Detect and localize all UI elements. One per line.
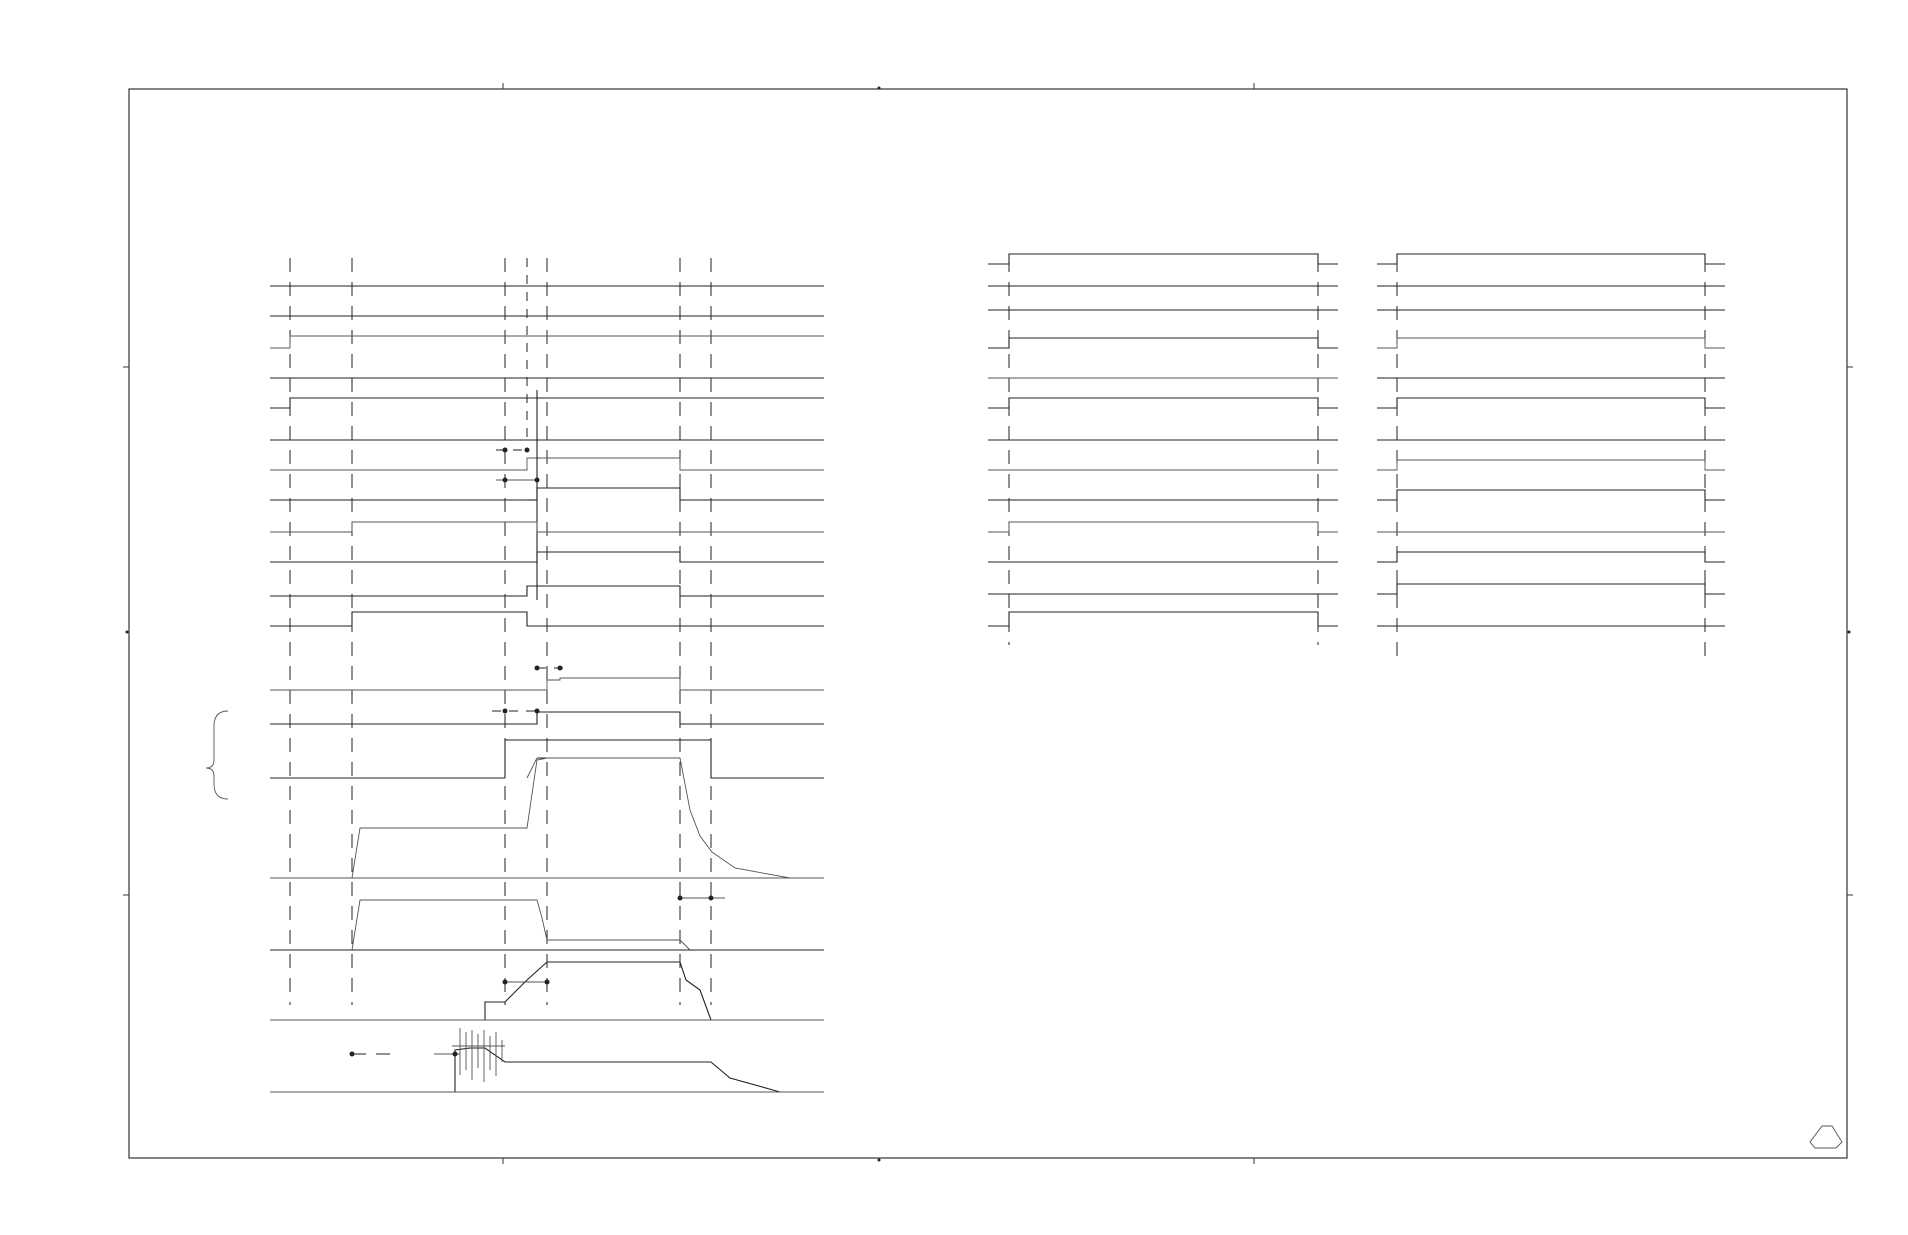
sheet-border <box>128 88 1848 1159</box>
timing-markers-b <box>1396 258 1706 660</box>
signal-row-4 <box>270 390 824 600</box>
signal-row-6 <box>270 585 824 627</box>
signal-row-5 <box>270 521 824 563</box>
right-panel-a <box>988 253 1338 645</box>
group-brace <box>205 710 229 800</box>
timing-markers-a <box>1008 258 1319 645</box>
left-panel <box>205 258 824 1093</box>
analog-waveform-3 <box>270 961 824 1021</box>
ripple-bursts <box>452 1028 505 1082</box>
analog-waveform-1 <box>270 757 824 879</box>
analog-waveform-2 <box>270 899 824 951</box>
triangle-icon <box>1809 1125 1843 1149</box>
dimension-markers <box>349 447 725 1057</box>
timing-markers <box>289 258 712 1005</box>
signal-row-3 <box>270 397 824 441</box>
signal-row-2 <box>270 335 824 379</box>
frame-ticks <box>123 83 1853 1164</box>
right-panel-b <box>1377 253 1725 660</box>
signal-row-7 <box>270 677 824 725</box>
signal-row-1 <box>270 285 824 317</box>
analog-waveform-4 <box>270 1028 824 1093</box>
